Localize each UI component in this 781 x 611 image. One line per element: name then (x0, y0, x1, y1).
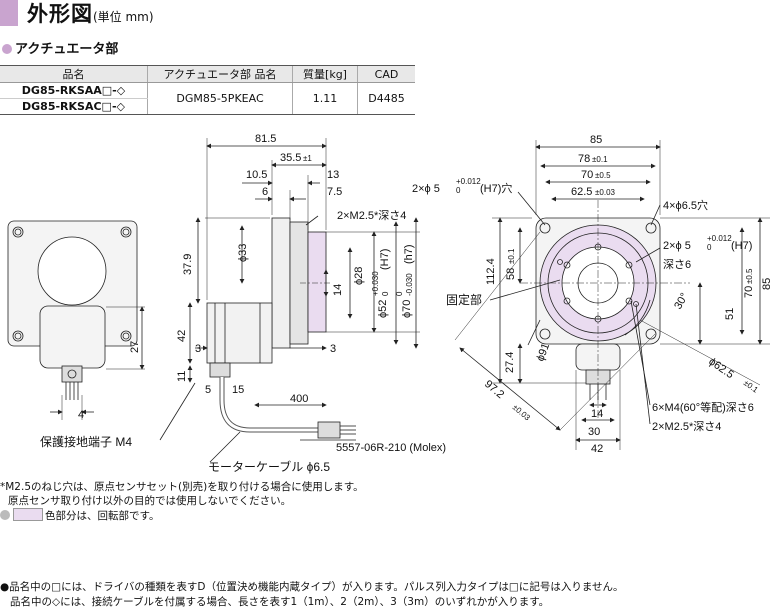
dim-70-top-tol: ±0.5 (595, 171, 611, 180)
footer-note-driver: ●品名中の□には、ドライバの種類を表すD（位置決め機能内蔵タイプ）が入ります。パ… (0, 581, 624, 593)
pin-hole-b-tol-lo: 0 (707, 243, 712, 252)
dim-78: 78 (578, 153, 590, 165)
dim-35-5-tol: ±1 (303, 154, 312, 163)
dim-70-top: 70 (581, 169, 593, 181)
dim-30-deg: 30° (672, 291, 691, 311)
dim-14-side: 14 (332, 284, 344, 296)
col-header-model: 品名 (0, 65, 148, 83)
dim-13: 13 (327, 169, 339, 181)
dim-42-top: 42 (591, 443, 603, 455)
pin-hole-a-suffix: (H7)穴 (480, 181, 512, 195)
dim-27-4: 27.4 (504, 352, 516, 373)
dim-3-right: 3 (330, 343, 336, 355)
dim-3-left: 3 (195, 343, 201, 355)
model-name: DG85-RKSAC□-◇ (0, 98, 148, 115)
pin-hole-b-depth: 深さ6 (663, 258, 691, 271)
note-m2-5: *M2.5のねじ穴は、原点センサセット(別売)を取り付ける場合に使用します。 (0, 481, 364, 493)
dim-10-5: 10.5 (246, 169, 267, 181)
dim-400: 400 (290, 393, 308, 405)
dim-phi70-tol-lo: -0.030 (405, 273, 414, 296)
dim-58-tol: ±0.1 (507, 248, 516, 264)
dim-phi70-h7: (h7) (403, 244, 415, 264)
label-pin-hole-a: 2×ϕ 5 (412, 183, 440, 195)
dim-37-9: 37.9 (182, 254, 194, 275)
dim-51: 51 (724, 308, 736, 320)
dim-70-side: 70 (743, 286, 755, 298)
bullet-icon (0, 510, 10, 520)
spec-table: 品名 アクチュエータ部 品名 質量[kg] CAD DG85-RKSAA□-◇ … (0, 65, 415, 115)
section-heading: アクチュエータ部 (2, 38, 118, 57)
dim-phi52: ϕ52 (377, 300, 389, 318)
dim-phi70: ϕ70 (401, 300, 413, 318)
dim-112-4: 112.4 (485, 258, 497, 285)
views (7, 138, 770, 463)
note-m2-5-side: 2×M2.5*深さ4 (337, 209, 406, 222)
dim-6: 6 (262, 186, 268, 198)
note-rotating-color: 色部分は、回転部です。 (0, 508, 364, 523)
label-connector: 5557-06R-210 (Molex) (336, 442, 446, 454)
notes: *M2.5のねじ穴は、原点センサセット(別売)を取り付ける場合に使用します。 原… (0, 480, 364, 523)
dim-15: 15 (232, 384, 244, 396)
dim-phi33: ϕ33 (237, 244, 249, 262)
label-pin-hole-b: 2×ϕ 5 (663, 240, 691, 252)
dim-85-top: 85 (590, 134, 602, 146)
dim-phi62-5: ϕ62.5 (706, 356, 735, 382)
actuator-name: DGM85-5PKEAC (147, 82, 293, 115)
footer-notes: ●品名中の□には、ドライバの種類を表すD（位置決め機能内蔵タイプ）が入ります。パ… (0, 580, 624, 610)
dim-phi52-tol-lo: 0 (381, 291, 390, 296)
pin-hole-b-tol-up: +0.012 (707, 234, 732, 243)
front-view (7, 220, 145, 420)
dim-62-5-top: 62.5 (571, 186, 592, 198)
dim-97-2-tol: ±0.03 (511, 403, 532, 423)
col-header-cad: CAD (357, 65, 415, 83)
dim-phi28: ϕ28 (353, 267, 365, 285)
rotating-color-swatch (13, 508, 43, 521)
dim-30-top: 30 (588, 426, 600, 438)
dim-35-5: 35.5 (280, 152, 301, 164)
note-sensor: 原点センサ取り付け以外の目的では使用しないでください。 (8, 495, 292, 507)
dim-27-front: 27 (129, 341, 141, 353)
dim-85-side: 85 (761, 278, 773, 290)
label-fixed-part: 固定部 (446, 292, 482, 307)
dim-phi52-tol-up: +0.030 (371, 271, 380, 296)
side-view (159, 138, 420, 463)
dim-7-5: 7.5 (327, 186, 342, 198)
dim-42-side: 42 (176, 330, 188, 342)
cad-code: D4485 (357, 82, 415, 115)
dim-phi52-h7: (H7) (379, 249, 391, 270)
dim-5: 5 (205, 384, 211, 396)
label-4-holes: 4×ϕ6.5穴 (663, 198, 708, 212)
pin-hole-b-suffix: (H7) (731, 240, 752, 252)
dim-phi70-tol-up: 0 (395, 291, 404, 296)
top-view (454, 140, 770, 450)
title-accent-block (0, 0, 18, 26)
pin-hole-a-tol-up: +0.012 (456, 177, 481, 186)
mass-value: 1.11 (292, 82, 358, 115)
label-ground-terminal: 保護接地端子 M4 (40, 434, 132, 449)
pin-hole-a-tol-lo: 0 (456, 186, 461, 195)
label-motor-cable: モーターケーブル ϕ6.5 (208, 459, 330, 474)
dim-58: 58 (505, 268, 517, 280)
label-m2-5-top: 2×M2.5*深さ4 (652, 420, 721, 433)
dim-81-5: 81.5 (255, 133, 276, 145)
footer-note-cable: 品名中の◇には、接続ケーブルを付属する場合、長さを表す1（1m）、2（2m）、3… (10, 596, 550, 608)
dim-62-5-top-tol: ±0.03 (595, 188, 616, 197)
dim-4-front: 4 (78, 409, 84, 421)
page-title: 外形図(単位 mm) (27, 2, 154, 26)
dim-78-tol: ±0.1 (592, 155, 608, 164)
unit-label: (単位 mm) (93, 10, 154, 24)
label-m4-holes: 6×M4(60°等配)深さ6 (652, 400, 754, 414)
bullet-icon (2, 44, 12, 54)
dim-97-2: 97.2 (482, 378, 506, 401)
dim-14-top: 14 (591, 408, 603, 420)
dim-70-side-tol: ±0.5 (745, 268, 754, 284)
dim-phi62-5-tol: ±0.1 (742, 378, 760, 395)
model-name: DG85-RKSAA□-◇ (0, 82, 148, 99)
dim-phi91: ϕ91 (535, 342, 553, 363)
col-header-actuator: アクチュエータ部 品名 (147, 65, 293, 83)
dim-11: 11 (176, 371, 188, 382)
col-header-mass: 質量[kg] (292, 65, 358, 83)
